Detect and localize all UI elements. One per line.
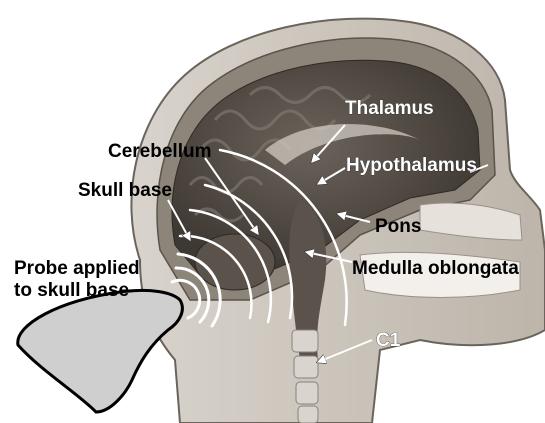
label-c1: C1: [376, 330, 401, 351]
label-cerebellum: Cerebellum: [108, 141, 211, 162]
label-probe-line2: to skull base: [14, 280, 129, 301]
label-medulla-oblongata: Medulla oblongata: [352, 258, 519, 279]
label-hypothalamus: Hypothalamus: [346, 155, 477, 176]
label-pons: Pons: [375, 216, 421, 237]
ultrasound-probe: [18, 290, 183, 412]
label-skull-base: Skull base: [78, 180, 172, 201]
label-thalamus: Thalamus: [345, 98, 434, 119]
head-silhouette: [131, 19, 545, 423]
label-probe-line1: Probe applied: [14, 258, 140, 279]
